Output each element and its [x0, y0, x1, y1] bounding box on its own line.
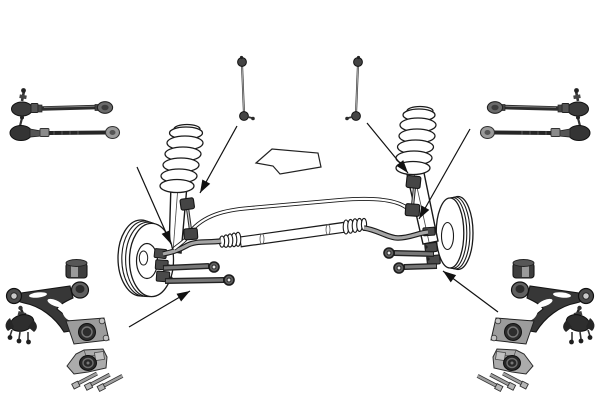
bolt [83, 372, 111, 391]
rack-collar [259, 233, 265, 245]
steering-rack [218, 217, 368, 248]
brake-disc-right [435, 195, 474, 271]
pointer-right-control-arm [442, 270, 499, 313]
rack-collar [325, 224, 331, 236]
rack-bellows-right [342, 217, 368, 235]
ball-joint-part [5, 305, 37, 345]
arrowhead-icon [419, 205, 430, 219]
stabilizer-link-installed-left [172, 197, 199, 251]
control-arm-links-right [383, 247, 438, 274]
arrowhead-icon [396, 160, 408, 173]
arrowhead-icon [443, 271, 457, 283]
control-arm-bushing-part [65, 259, 88, 279]
control-arm-kit-left [5, 259, 124, 393]
pointer-right-stabilizer-link [366, 122, 409, 174]
coil-spring-right [395, 105, 437, 176]
bolt [71, 371, 98, 390]
pointer-left-stabilizer-link [199, 125, 238, 194]
pointer-left-control-arm [128, 290, 191, 328]
hub-face-right [440, 221, 455, 251]
arrowhead-icon [200, 179, 211, 193]
link-bushing [179, 197, 195, 211]
arrowhead-icon [176, 291, 190, 302]
link-bushing [405, 174, 422, 190]
link-bushing [183, 227, 199, 241]
console-bracket-part [66, 348, 108, 375]
coil-spring-left [159, 123, 204, 194]
tie-rod-installed-left [162, 238, 222, 257]
tie-rod-assembly-part [11, 88, 114, 117]
axial-joint-part [39, 125, 121, 140]
brake-disc-left [117, 219, 175, 298]
driving-direction-arrow-icon [254, 148, 322, 175]
tie-rod-end-part [9, 115, 42, 141]
pointer-arrows-layer [128, 122, 499, 328]
tie-rod-kit-left [9, 88, 121, 141]
link-bushing [404, 203, 421, 217]
control-arm-links-left [162, 261, 235, 286]
pointer-right-tie-rod-mount [418, 128, 471, 220]
bolt [96, 374, 124, 393]
stabilizer-link-installed-right [404, 174, 422, 217]
pointer-left-strut-hub [136, 166, 172, 245]
mounting-bolts-part [71, 371, 124, 393]
control-arm-part [5, 281, 110, 345]
rack-bellows-left [218, 231, 242, 248]
stabilizer-link-part-left [237, 55, 255, 121]
tie-rod-installed-right [363, 225, 429, 241]
arrowhead-icon [161, 230, 171, 244]
